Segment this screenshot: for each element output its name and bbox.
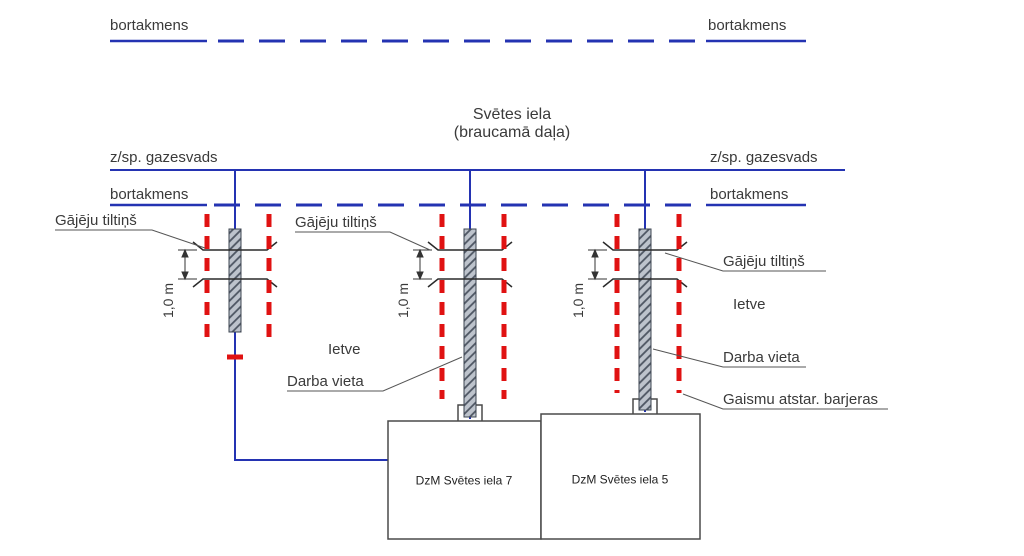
top-curb-label-right: bortakmens — [708, 17, 787, 34]
work-area-label-right: Darba vieta — [723, 349, 800, 366]
bridge-3-leader — [664, 252, 826, 272]
trench-shield-1 — [228, 228, 242, 333]
building-7-outline — [387, 420, 542, 540]
dimension-label-1: 1,0 m — [160, 282, 176, 318]
building-5-outline — [540, 413, 701, 540]
trench-shield-3 — [638, 228, 652, 411]
sidewalk-label-right: Ietve — [733, 296, 766, 313]
barriers-right-leader — [682, 393, 888, 410]
dimension-lines — [178, 248, 607, 281]
work-area-mid-leader — [287, 356, 463, 392]
footbridge-label-3: Gājēju tiltiņš — [723, 253, 805, 270]
lower-curb-label-left: bortakmens — [110, 186, 189, 203]
trench-shields — [228, 228, 652, 418]
work-area-right-leader — [652, 348, 806, 368]
gas-main-label-right: z/sp. gazesvads — [710, 149, 818, 166]
top-curb-label-left: bortakmens — [110, 17, 189, 34]
footbridge-label-1: Gājēju tiltiņš — [55, 212, 137, 229]
street-name: Svētes iela — [472, 106, 552, 123]
gas-main-label-left: z/sp. gazesvads — [110, 149, 218, 166]
dimension-site-2 — [413, 248, 432, 281]
dimension-label-3: 1,0 m — [570, 282, 586, 318]
building-7-label: DzM Svētes iela 7 — [415, 473, 513, 488]
work-area-label-mid: Darba vieta — [287, 373, 364, 390]
footbridge-3 — [602, 241, 688, 288]
footbridge-label-2: Gājēju tiltiņš — [295, 214, 377, 231]
lower-curb-label-right: bortakmens — [710, 186, 789, 203]
footbridges — [192, 241, 688, 288]
reflective-barriers — [204, 214, 682, 399]
footbridge-2 — [427, 241, 513, 288]
trench-shield-2 — [463, 228, 477, 418]
barriers-label-right: Gaismu atstar. barjeras — [723, 391, 879, 408]
buildings — [387, 398, 701, 540]
bridge-1-leader — [55, 229, 206, 249]
bridge-2-leader — [295, 231, 431, 251]
sidewalk-label-mid: Ietve — [328, 341, 361, 358]
building-5-label: DzM Svētes iela 5 — [571, 472, 669, 487]
callout-leaders — [55, 229, 888, 410]
dimension-site-1 — [178, 248, 197, 281]
street-subtitle: (braucamā daļa) — [453, 124, 571, 141]
dimension-site-3 — [588, 248, 607, 281]
dimension-label-2: 1,0 m — [395, 282, 411, 318]
